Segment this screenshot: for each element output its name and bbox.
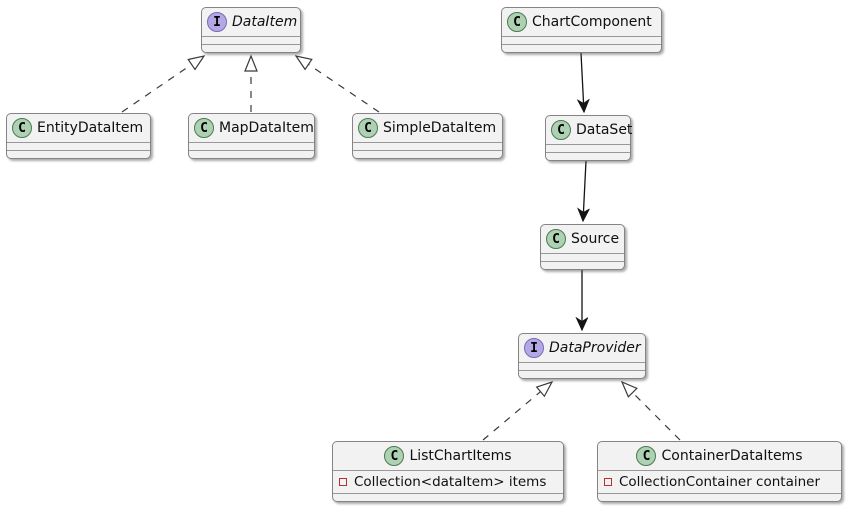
class-spot-icon: C xyxy=(546,229,566,249)
class-mapdataitem-name: MapDataItem xyxy=(219,120,314,136)
fields-compartment xyxy=(502,37,661,44)
class-dataset-name: DataSet xyxy=(576,122,633,138)
compartment-divider xyxy=(546,152,630,153)
edge-containerdataitems-dataprovider xyxy=(620,380,681,441)
class-spot-icon: C xyxy=(507,12,527,32)
private-field-icon xyxy=(339,478,347,486)
class-spot-icon: C xyxy=(636,446,657,466)
fields-compartment xyxy=(541,254,624,261)
class-spot-icon: C xyxy=(358,118,378,138)
fields-compartment xyxy=(546,145,630,152)
class-mapdataitem: C MapDataItem xyxy=(188,113,315,159)
class-spot-icon: C xyxy=(384,446,405,466)
private-field-icon xyxy=(604,478,612,486)
fields-compartment xyxy=(519,363,645,370)
class-containerdataitems: C ContainerDataItems CollectionContainer… xyxy=(597,441,842,502)
fields-compartment xyxy=(7,143,150,150)
class-spot-icon: C xyxy=(551,120,571,140)
edge-entitydataitem-dataitem xyxy=(121,55,206,113)
class-simpledataitem: C SimpleDataItem xyxy=(352,113,503,159)
class-source-title: C Source xyxy=(541,225,624,253)
methods-compartment xyxy=(353,151,502,158)
compartment-divider xyxy=(519,370,645,371)
fields-compartment xyxy=(189,143,314,150)
methods-compartment xyxy=(519,371,645,378)
compartment-divider xyxy=(541,253,624,254)
interface-spot-icon: I xyxy=(524,338,544,358)
class-containerdataitems-name: ContainerDataItems xyxy=(661,448,803,464)
fields-compartment xyxy=(353,143,502,150)
compartment-divider xyxy=(541,261,624,262)
class-dataset-title: C DataSet xyxy=(546,116,633,144)
compartment-divider xyxy=(502,36,661,37)
methods-compartment xyxy=(7,151,150,158)
interface-dataprovider: I DataProvider xyxy=(518,333,646,379)
field-row: CollectionContainer container xyxy=(598,471,841,493)
field-container-label: CollectionContainer container xyxy=(619,474,821,490)
compartment-divider xyxy=(546,144,630,145)
methods-compartment xyxy=(541,262,624,269)
class-dataset: C DataSet xyxy=(545,115,633,161)
compartment-divider xyxy=(7,142,150,143)
compartment-divider xyxy=(333,470,563,471)
methods-compartment xyxy=(189,151,314,158)
compartment-divider xyxy=(333,493,563,494)
compartment-divider xyxy=(189,142,314,143)
class-chartcomponent-name: ChartComponent xyxy=(532,14,652,30)
class-source: C Source xyxy=(540,224,625,270)
compartment-divider xyxy=(7,150,150,151)
edge-chartcomponent-dataset xyxy=(581,52,584,112)
interface-dataprovider-title: I DataProvider xyxy=(519,334,645,362)
compartment-divider xyxy=(598,493,841,494)
edge-simpledataitem-dataitem xyxy=(294,55,380,113)
class-simpledataitem-name: SimpleDataItem xyxy=(383,120,497,136)
compartment-divider xyxy=(502,44,661,45)
methods-compartment xyxy=(598,494,841,501)
compartment-divider xyxy=(353,142,502,143)
class-mapdataitem-title: C MapDataItem xyxy=(189,114,314,142)
class-entitydataitem-name: EntityDataItem xyxy=(37,120,144,136)
class-source-name: Source xyxy=(571,231,620,247)
class-listchartitems-name: ListChartItems xyxy=(409,448,512,464)
class-chartcomponent: C ChartComponent xyxy=(501,7,662,53)
compartment-divider xyxy=(353,150,502,151)
fields-compartment xyxy=(202,37,300,44)
methods-compartment xyxy=(202,45,300,52)
class-listchartitems: C ListChartItems Collection<dataItem> it… xyxy=(332,441,564,502)
methods-compartment xyxy=(502,45,661,52)
class-entitydataitem: C EntityDataItem xyxy=(6,113,151,159)
field-items-label: Collection<dataItem> items xyxy=(354,474,547,490)
compartment-divider xyxy=(519,362,645,363)
compartment-divider xyxy=(202,36,300,37)
compartment-divider xyxy=(202,44,300,45)
methods-compartment xyxy=(333,494,563,501)
class-containerdataitems-title: C ContainerDataItems xyxy=(598,442,841,470)
class-simpledataitem-title: C SimpleDataItem xyxy=(353,114,502,142)
field-row: Collection<dataItem> items xyxy=(333,471,563,493)
interface-spot-icon: I xyxy=(207,12,227,32)
class-entitydataitem-title: C EntityDataItem xyxy=(7,114,150,142)
compartment-divider xyxy=(189,150,314,151)
class-spot-icon: C xyxy=(194,118,214,138)
edge-listchartitems-dataprovider xyxy=(482,380,554,441)
class-listchartitems-title: C ListChartItems xyxy=(333,442,563,470)
edge-dataset-source xyxy=(583,160,586,221)
class-chartcomponent-title: C ChartComponent xyxy=(502,8,661,36)
interface-dataitem-title: I DataItem xyxy=(202,8,300,36)
methods-compartment xyxy=(546,153,630,160)
interface-dataitem: I DataItem xyxy=(201,7,301,53)
class-spot-icon: C xyxy=(12,118,32,138)
compartment-divider xyxy=(598,470,841,471)
interface-dataitem-name: DataItem xyxy=(232,14,298,30)
interface-dataprovider-name: DataProvider xyxy=(549,340,641,356)
